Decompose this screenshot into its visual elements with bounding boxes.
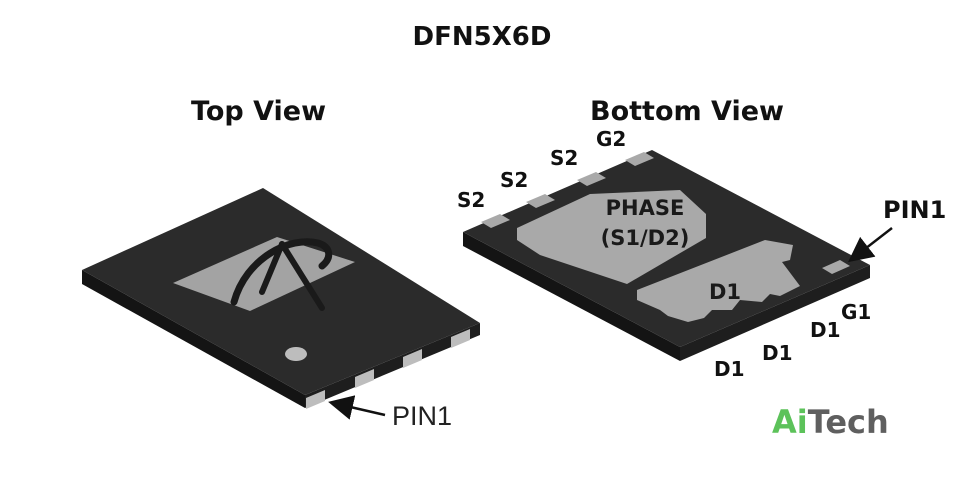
brand-logo-icon	[230, 238, 333, 311]
top-lead-2	[355, 369, 374, 388]
lead-g1	[822, 260, 850, 274]
d1-pad-label: D1	[708, 280, 742, 304]
bottom-package-left-side	[463, 232, 680, 361]
brand-ai-text: Ai	[772, 403, 808, 441]
top-view-label: Top View	[191, 96, 327, 127]
lead-g2	[625, 152, 654, 166]
top-package-left-side	[82, 270, 305, 408]
pin-label-g2: G2	[596, 127, 627, 151]
pin-label-g1: G1	[841, 300, 872, 324]
pin-label-d1-a: D1	[810, 318, 841, 342]
d1-pad	[637, 240, 800, 322]
lead-s2-a	[481, 214, 510, 228]
bottom-package-front-side	[680, 265, 870, 361]
pin1-dot-marker	[285, 347, 307, 361]
bottom-pin1-arrow-icon	[848, 227, 893, 263]
phase-pad	[517, 190, 706, 284]
lead-s2-c	[577, 172, 606, 186]
brand-tech-text: Tech	[807, 403, 889, 441]
pin-label-s2-a: S2	[457, 188, 486, 212]
pin-label-s2-c: S2	[550, 146, 579, 170]
bottom-view-label: Bottom View	[590, 96, 784, 127]
top-lead-1	[306, 390, 325, 409]
pin-label-d1-c: D1	[714, 357, 745, 381]
bottom-view-package	[463, 150, 870, 361]
pin-label-d1-b: D1	[762, 341, 793, 365]
bottom-pin1-label: PIN1	[883, 196, 947, 224]
top-lead-4	[451, 329, 470, 348]
top-lead-3	[403, 349, 422, 368]
phase-pad-line1: PHASE	[605, 196, 685, 220]
phase-pad-label: PHASE (S1/D2)	[580, 193, 710, 253]
top-package-front-side	[305, 323, 480, 408]
aitech-brand: AiTech	[772, 403, 889, 441]
diagram-title: DFN5X6D	[412, 22, 552, 52]
pin-label-s2-b: S2	[500, 168, 529, 192]
phase-pad-line2: (S1/D2)	[600, 226, 690, 250]
lead-s2-b	[526, 194, 555, 208]
top-logo-plate	[173, 237, 355, 311]
top-pin1-arrow-icon	[328, 395, 386, 420]
top-view-package	[82, 188, 480, 409]
top-pin1-label: PIN1	[392, 401, 453, 431]
